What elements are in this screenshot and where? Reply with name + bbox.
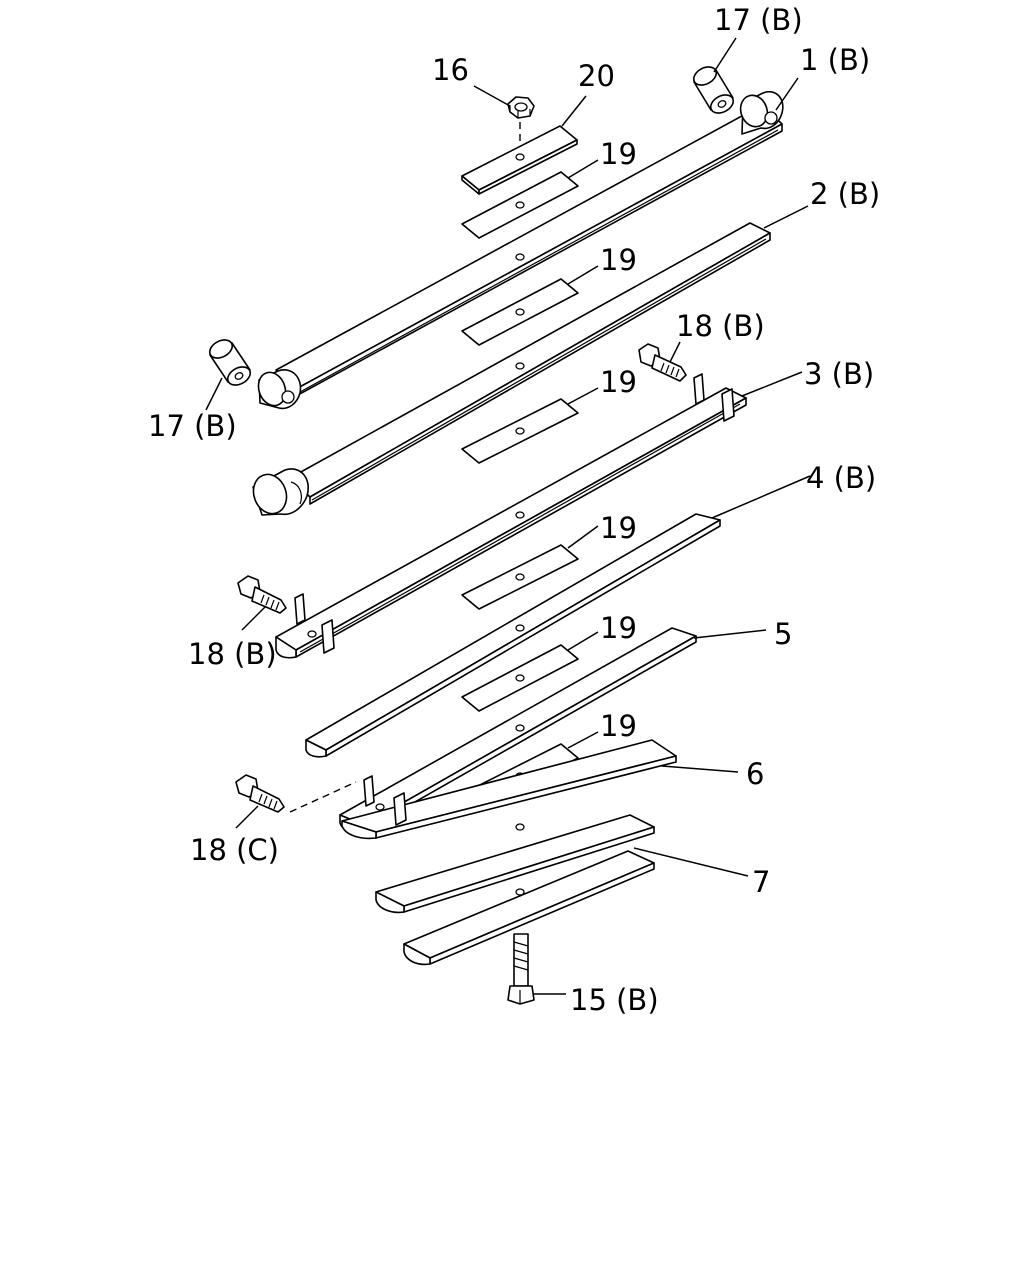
label-19-d: 19 bbox=[600, 511, 637, 545]
label-7: 7 bbox=[752, 865, 770, 899]
leaf-4b bbox=[305, 513, 721, 758]
bushing-17b-top bbox=[692, 66, 735, 114]
label-16: 16 bbox=[432, 53, 469, 87]
label-15b: 15 (B) bbox=[570, 983, 659, 1017]
shim-19-c bbox=[461, 398, 579, 464]
label-19-e: 19 bbox=[600, 611, 637, 645]
bolt-18c-axis bbox=[289, 781, 357, 813]
plate-20 bbox=[461, 125, 578, 195]
bolt-18b-top bbox=[638, 343, 687, 382]
bolt-18b-left bbox=[237, 575, 287, 614]
label-1b: 1 (B) bbox=[800, 43, 870, 77]
label-19-b: 19 bbox=[600, 243, 637, 277]
leaf-3b bbox=[275, 373, 747, 659]
shim-19-b bbox=[461, 278, 579, 346]
label-5: 5 bbox=[774, 617, 792, 651]
leader-lines bbox=[205, 37, 811, 995]
label-19-c: 19 bbox=[600, 365, 637, 399]
leaf-1b-main bbox=[257, 91, 784, 410]
label-20: 20 bbox=[578, 59, 615, 93]
shim-19-a bbox=[461, 171, 579, 239]
label-18c: 18 (C) bbox=[190, 833, 279, 867]
leaf-6 bbox=[341, 739, 677, 840]
label-18b-left: 18 (B) bbox=[188, 637, 277, 671]
label-19-f: 19 bbox=[600, 709, 637, 743]
bushing-17b-left bbox=[208, 339, 252, 386]
bolt-18c bbox=[235, 774, 285, 813]
leaf-2b bbox=[252, 222, 771, 516]
label-19-a: 19 bbox=[600, 137, 637, 171]
nut-16 bbox=[507, 96, 535, 119]
label-6: 6 bbox=[746, 757, 764, 791]
label-18b-top: 18 (B) bbox=[676, 309, 765, 343]
callout-labels: 17 (B) 1 (B) 16 20 19 2 (B) 19 18 (B) 17… bbox=[148, 3, 880, 1017]
label-17b-top: 17 (B) bbox=[714, 3, 803, 37]
shim-19-e bbox=[461, 644, 579, 712]
label-17b-left: 17 (B) bbox=[148, 409, 237, 443]
leaf-7 bbox=[375, 814, 655, 966]
shim-19-d bbox=[461, 544, 579, 610]
label-2b: 2 (B) bbox=[810, 177, 880, 211]
center-bolt-15b bbox=[507, 933, 535, 1005]
label-4b: 4 (B) bbox=[806, 461, 876, 495]
label-3b: 3 (B) bbox=[804, 357, 874, 391]
